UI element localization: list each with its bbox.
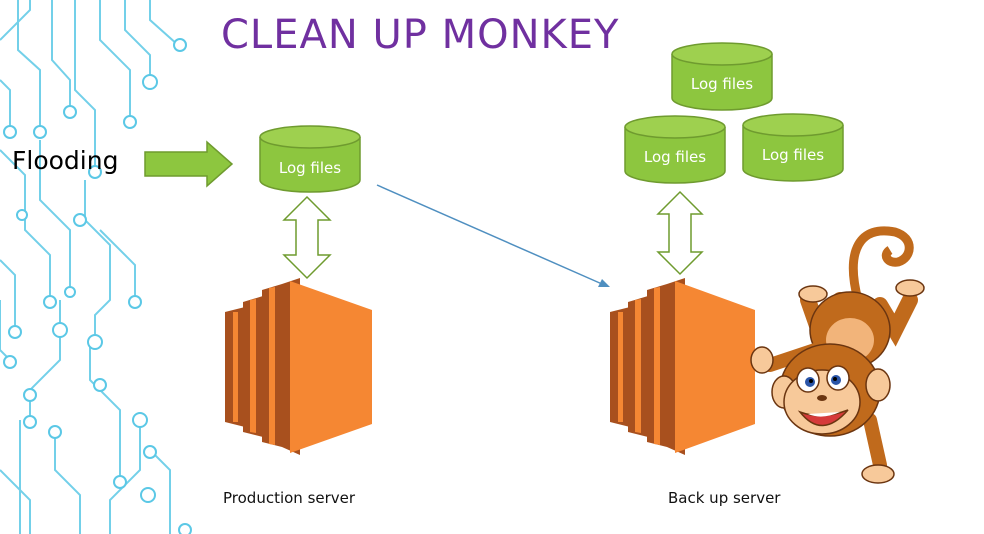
server-icon <box>610 278 755 455</box>
backup-server-label: Back up server <box>668 489 781 507</box>
flooding-arrow <box>144 140 234 188</box>
log-files-label-backup-right: Log files <box>762 146 824 164</box>
server-icon <box>225 278 372 455</box>
log-files-label-backup-left: Log files <box>644 148 706 166</box>
log-database-icon: Log files <box>259 125 361 193</box>
monkey-illustration <box>750 226 925 484</box>
transfer-arrow-head <box>598 279 610 287</box>
log-database-icon: Log files <box>742 113 844 182</box>
log-files-label-production: Log files <box>279 159 341 177</box>
log-files-label-backup-top: Log files <box>691 75 753 93</box>
double-arrow-backup <box>656 190 704 276</box>
log-database-icon: Log files <box>624 115 726 184</box>
double-arrow-production <box>282 195 332 280</box>
flooding-label: Flooding <box>12 146 119 175</box>
transfer-arrow-line <box>376 184 603 285</box>
production-server-label: Production server <box>223 489 356 507</box>
log-database-icon: Log files <box>671 42 773 111</box>
slide-title: CLEAN UP MONKEY <box>221 12 620 58</box>
